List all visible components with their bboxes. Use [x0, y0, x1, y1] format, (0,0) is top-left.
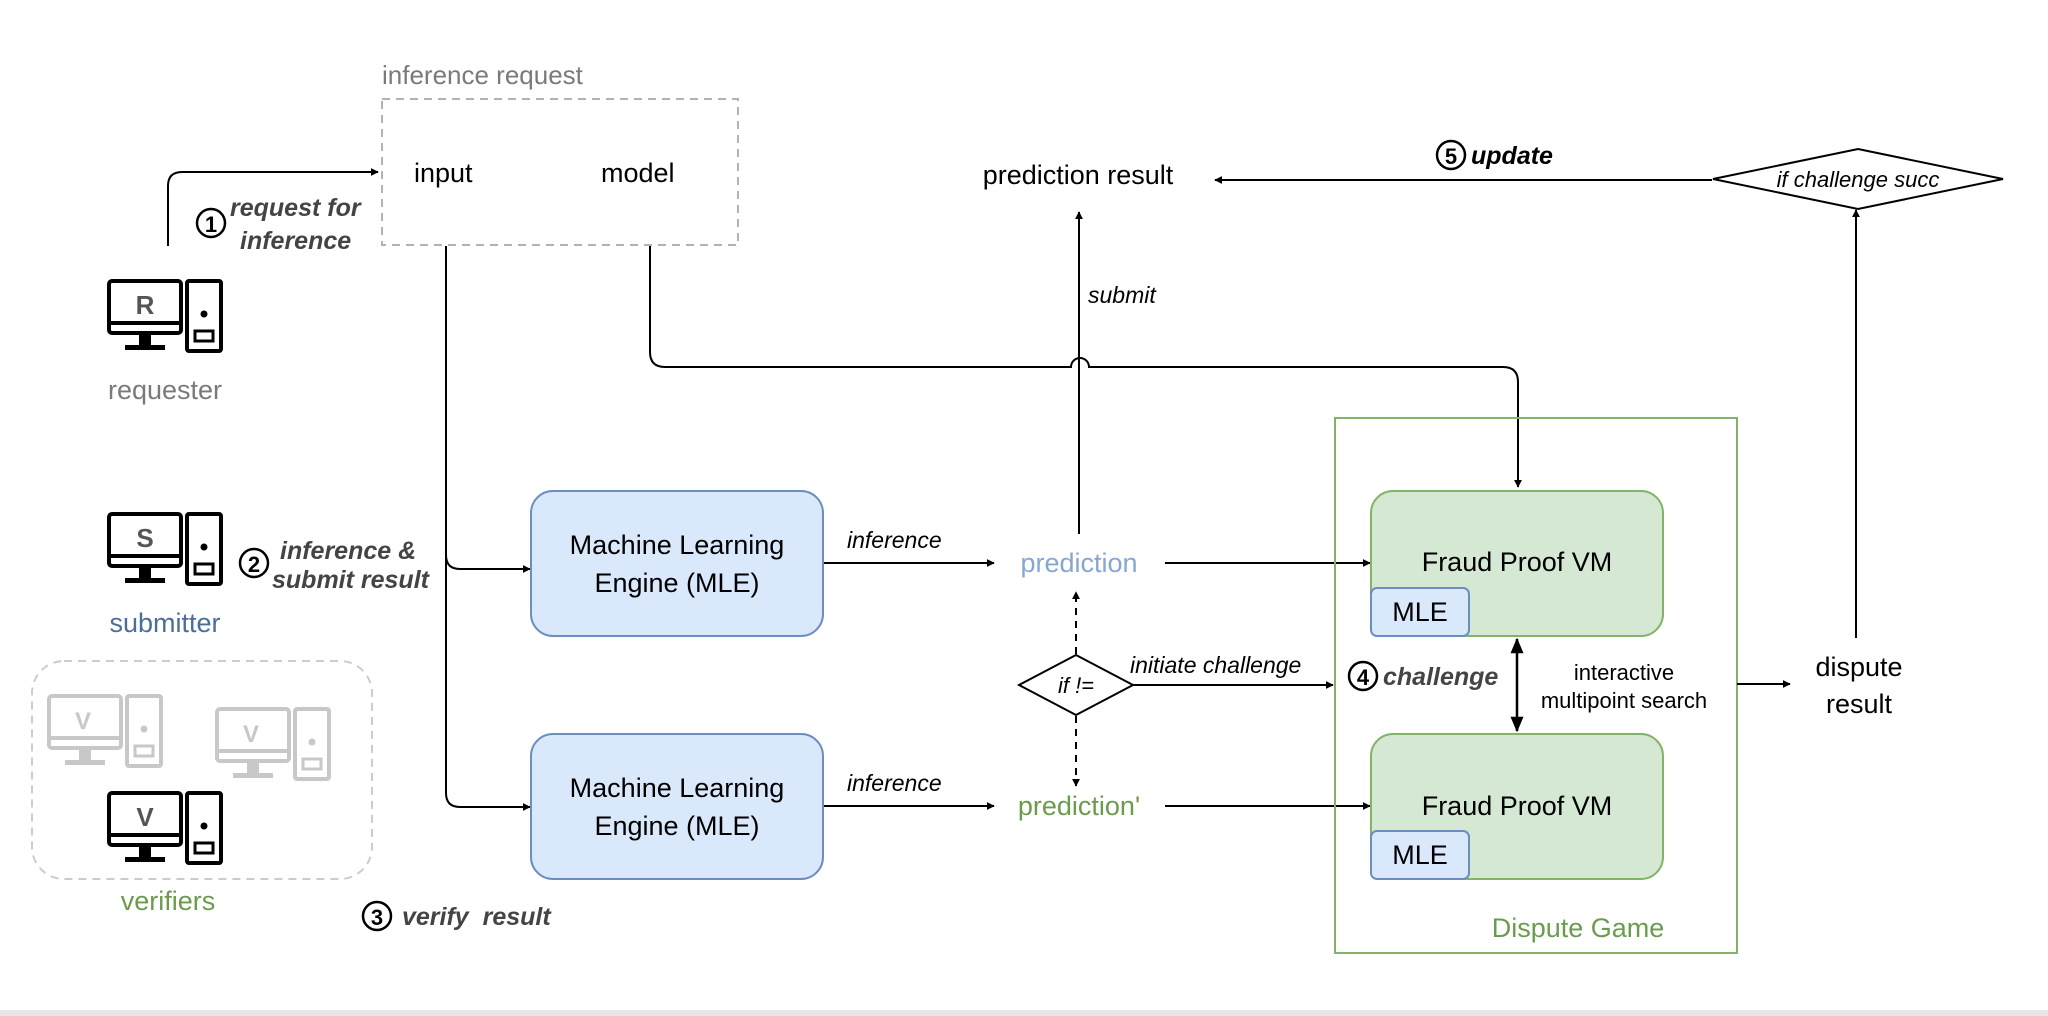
prediction-node: prediction [1020, 548, 1137, 578]
if-neq-label: if != [1058, 673, 1094, 698]
requester-letter: R [136, 290, 155, 320]
inference-top-label: inference [847, 527, 942, 553]
interactive-label-line1: interactive [1574, 660, 1674, 685]
mle-top-line1: Machine Learning [570, 530, 785, 560]
submitter-label: submitter [109, 608, 220, 638]
dispute-result-line2: result [1826, 689, 1893, 719]
mle-top-line2: Engine (MLE) [594, 568, 759, 598]
vm-bottom-mle-badge [1370, 830, 1470, 880]
mle-bottom-line2: Engine (MLE) [594, 811, 759, 841]
step3-marker: 3 [361, 900, 393, 932]
step4-number: 4 [1357, 665, 1370, 690]
step3-text: verify result [402, 903, 552, 931]
fraud-proof-vm-top-label: Fraud Proof VM [1422, 547, 1613, 577]
input-label: input [414, 158, 473, 188]
input-to-mle-top-arrow [445, 246, 531, 573]
verifier-letter: V [136, 802, 154, 832]
vm-bottom-mle-badge-label: MLE [1392, 840, 1448, 870]
step2-text-line1: inference & [280, 537, 416, 565]
inference-request-group: inference request input model [381, 60, 739, 246]
step1-number: 1 [205, 212, 217, 237]
step1-text-line1: request for [230, 194, 362, 222]
input-to-mle-bottom-arrow [445, 555, 531, 811]
step4-marker: 4 [1347, 660, 1379, 692]
prediction-result-node: prediction result [983, 160, 1174, 190]
if-neq-diamond [1016, 653, 1136, 717]
requester-label: requester [108, 375, 222, 405]
mle-top-box [530, 490, 824, 637]
vm-top-mle-badge-label: MLE [1392, 597, 1448, 627]
verifier-faded-icon-2: V [215, 707, 331, 781]
interactive-label-line2: multipoint search [1541, 688, 1707, 713]
model-to-vm-arrow [649, 246, 1522, 488]
request-arrow [167, 168, 379, 246]
submit-label: submit [1088, 282, 1157, 308]
prediction-prime-node: prediction' [1018, 791, 1140, 821]
dispute-game-box [1334, 417, 1738, 954]
step3-number: 3 [371, 905, 383, 930]
mle-bottom-line1: Machine Learning [570, 773, 785, 803]
mle-bottom-box [530, 733, 824, 880]
initiate-challenge-label: initiate challenge [1130, 652, 1301, 678]
svg-text:V: V [243, 721, 259, 748]
step5-marker: 5 [1435, 139, 1467, 171]
inference-request-title: inference request [382, 60, 584, 90]
step4-text: challenge [1383, 663, 1498, 691]
verifier-faded-icon-1: V [47, 694, 163, 768]
fraud-proof-vm-bottom-label: Fraud Proof VM [1422, 791, 1613, 821]
verifiers-label: verifiers [121, 886, 216, 916]
inference-request-box [381, 98, 739, 246]
dispute-game-title: Dispute Game [1492, 913, 1665, 943]
step2-number: 2 [248, 552, 260, 577]
submitter-letter: S [136, 523, 153, 553]
step2-marker: 2 [238, 547, 270, 579]
requester-computer-icon [107, 279, 223, 353]
svg-text:V: V [75, 708, 91, 735]
vm-top-mle-badge [1370, 587, 1470, 637]
step2-text-line2: submit result [272, 566, 431, 594]
step5-text: update [1471, 142, 1553, 170]
if-challenge-succ-label: if challenge succ [1777, 167, 1940, 192]
verifier-computer-icon [107, 791, 223, 865]
inference-bottom-label: inference [847, 770, 942, 796]
dispute-result-line1: dispute [1815, 652, 1902, 682]
step1-marker: 1 [195, 207, 227, 239]
step5-number: 5 [1445, 144, 1457, 169]
submitter-computer-icon [107, 512, 223, 586]
if-challenge-succ-diamond [1712, 147, 2004, 211]
bottom-border-strip [0, 1010, 2048, 1016]
step1-text-line2: inference [240, 227, 351, 255]
model-label: model [601, 158, 675, 188]
